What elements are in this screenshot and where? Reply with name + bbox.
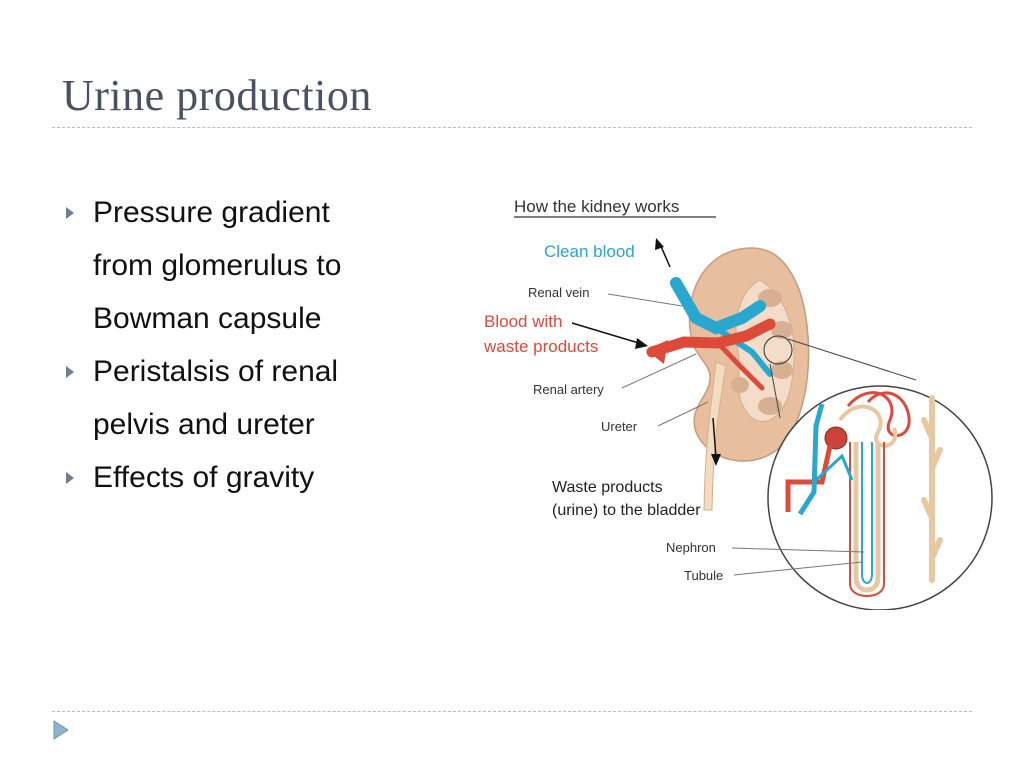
bullet-line: Effects of gravity: [93, 461, 315, 494]
label-nephron: Nephron: [666, 540, 716, 555]
label-renal-vein: Renal vein: [528, 285, 589, 300]
footer-divider: [52, 711, 972, 712]
bullet-item: Pressure gradient from glomerulus to Bow…: [62, 186, 422, 345]
bullet-line: Peristalsis of renal: [93, 355, 339, 388]
slide-title: Urine production: [62, 71, 372, 120]
next-slide-icon[interactable]: [52, 719, 70, 741]
bullet-item: Effects of gravity: [62, 451, 422, 504]
bullet-line: Pressure gradient: [93, 196, 330, 229]
bullet-line: Bowman capsule: [93, 302, 322, 335]
label-tubule: Tubule: [684, 568, 723, 583]
label-waste-line1: Waste products: [552, 479, 663, 496]
kidney-illustration: [646, 247, 810, 511]
bullet-item: Peristalsis of renal pelvis and ureter: [62, 345, 422, 451]
leader-lines: [607, 293, 865, 576]
label-waste-line2: (urine) to the bladder: [552, 502, 701, 519]
label-clean-blood: Clean blood: [544, 242, 635, 261]
flow-arrows: [571, 238, 721, 466]
triangle-right-icon: [66, 472, 74, 484]
diagram-title: How the kidney works: [514, 197, 679, 216]
nephron-magnified: [767, 338, 993, 610]
label-renal-artery: Renal artery: [533, 382, 604, 397]
kidney-diagram: How the kidney works: [483, 197, 993, 610]
triangle-right-icon: [66, 207, 74, 219]
triangle-right-icon: [66, 366, 74, 378]
bullet-line: from glomerulus to: [93, 249, 342, 282]
bullet-list: Pressure gradient from glomerulus to Bow…: [62, 186, 422, 504]
label-blood-with: Blood with: [484, 312, 562, 331]
label-waste-products: waste products: [483, 337, 598, 356]
bullet-line: pelvis and ureter: [93, 408, 315, 441]
title-divider: [52, 127, 972, 128]
label-ureter: Ureter: [601, 419, 638, 434]
